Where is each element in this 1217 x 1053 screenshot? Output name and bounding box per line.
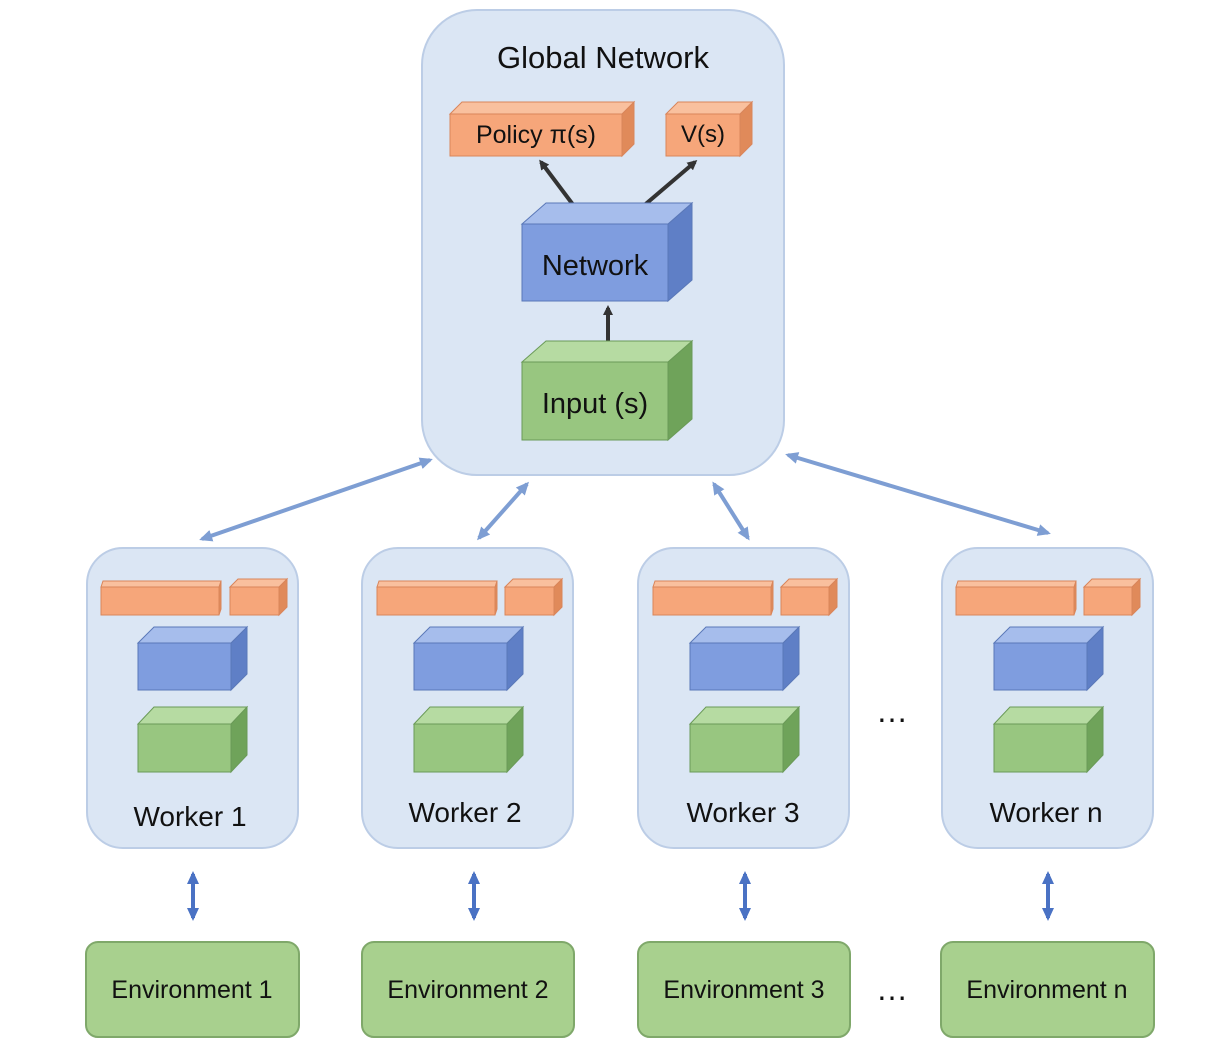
env-links [187, 871, 1054, 921]
environment-box-1: Environment 1 [85, 941, 300, 1038]
worker-1-input [136, 705, 249, 774]
environment-label-2: Environment 2 [387, 976, 548, 1004]
worker-panel-2: Worker 2 [361, 547, 574, 849]
environment-box-2: Environment 2 [361, 941, 575, 1038]
worker-label-3: Worker 3 [686, 797, 799, 828]
network-box: Network [520, 201, 694, 303]
worker-1-value-head [228, 577, 289, 617]
link-worker-n [785, 452, 1051, 536]
environment-label-3: Environment 3 [663, 976, 824, 1004]
worker-panel-3: Worker 3 [637, 547, 850, 849]
link-worker-1 [199, 457, 433, 542]
worker-n-policy-head [955, 580, 1077, 616]
sync-links [199, 452, 1051, 542]
worker-label-n: Worker n [989, 797, 1102, 828]
worker-3-policy-head [652, 580, 774, 616]
worker-panel-1: Worker 1 [86, 547, 299, 849]
input-box: Input (s) [520, 339, 694, 442]
environment-box-n: Environment n [940, 941, 1155, 1038]
worker-2-network [412, 625, 525, 692]
environment-label-1: Environment 1 [111, 976, 272, 1004]
worker-n-network [992, 625, 1105, 692]
input-label: Input (s) [542, 388, 648, 420]
link-worker-3 [712, 481, 750, 541]
link-worker-2 [477, 481, 529, 541]
value-box: V(s) [664, 100, 754, 158]
worker-label-2: Worker 2 [408, 797, 521, 828]
environment-box-3: Environment 3 [637, 941, 851, 1038]
worker-3-input [688, 705, 801, 774]
worker-n-value-head [1082, 577, 1142, 617]
value-label: V(s) [681, 121, 725, 148]
worker-3-network [688, 625, 801, 692]
environments-ellipsis: … [876, 971, 908, 1007]
worker-2-input [412, 705, 525, 774]
worker-2-value-head [503, 577, 564, 617]
worker-1-policy-head [100, 580, 222, 616]
policy-box: Policy π(s) [448, 100, 636, 158]
global-network-panel: Global Network Policy π(s) V(s) Network [421, 9, 785, 476]
policy-label: Policy π(s) [476, 121, 596, 149]
environment-label-n: Environment n [966, 976, 1127, 1004]
worker-panel-n: Worker n [941, 547, 1154, 849]
workers-ellipsis: … [876, 693, 908, 729]
worker-1-network [136, 625, 249, 692]
worker-2-policy-head [376, 580, 498, 616]
worker-3-value-head [779, 577, 839, 617]
network-label: Network [542, 250, 649, 282]
worker-n-input [992, 705, 1105, 774]
global-network-title: Global Network [497, 40, 709, 75]
worker-label-1: Worker 1 [133, 801, 246, 832]
